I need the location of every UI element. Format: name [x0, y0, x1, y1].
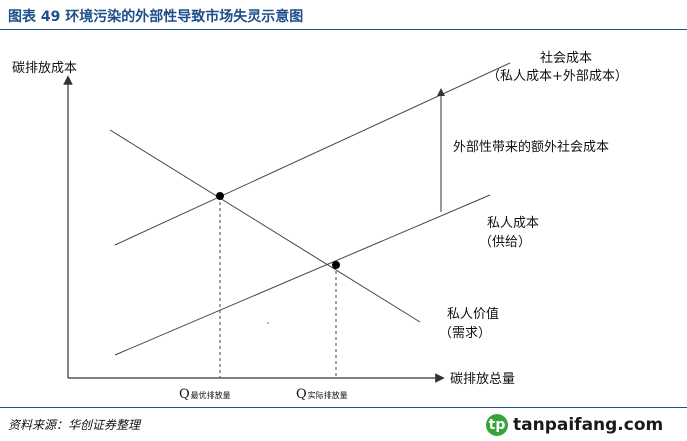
y-axis-label: 碳排放成本 [12, 61, 77, 76]
q-optimal-label: Q最优排放量 [179, 387, 231, 402]
header-rule [0, 29, 687, 30]
social-cost-sublabel: （私人成本+外部成本） [487, 69, 628, 84]
leaf-logo-icon: tp [486, 414, 508, 436]
brand-name: tanpaifang.com [513, 415, 664, 435]
social-cost-label: 社会成本 [540, 50, 592, 66]
q-optimal-main: Q [179, 387, 190, 402]
x-axis-label: 碳排放总量 [450, 372, 515, 387]
footer-rule [0, 407, 687, 408]
private-value-line [109, 129, 421, 323]
private-cost-line [114, 194, 491, 356]
externality-diagram: 碳排放成本 碳排放总量 社会成本 （私人成本+外部成本） 外部性带来的额外社会成… [12, 50, 628, 402]
social-cost-line [114, 62, 511, 246]
figure-header: 图表 49 环境污染的外部性导致市场失灵示意图 [0, 0, 687, 30]
q-actual-label: Q实际排放量 [296, 387, 348, 402]
private-value-sublabel: （需求） [439, 326, 491, 341]
optimal-equilibrium-point [216, 192, 224, 200]
external-cost-label: 外部性带来的额外社会成本 [453, 139, 609, 155]
private-value-label: 私人价值 [447, 306, 499, 322]
actual-equilibrium-point [332, 261, 340, 269]
q-actual-main: Q [296, 387, 307, 402]
watermark-speck [267, 322, 269, 324]
private-cost-label: 私人成本 [487, 216, 539, 231]
figure-title: 图表 49 环境污染的外部性导致市场失灵示意图 [8, 9, 304, 25]
figure-footer: 资料来源：华创证券整理 tp tanpaifang.com [0, 404, 687, 441]
private-cost-sublabel: （供给） [479, 235, 531, 250]
source-note: 资料来源：华创证券整理 [8, 418, 141, 432]
q-actual-sub: 实际排放量 [308, 390, 348, 400]
q-optimal-sub: 最优排放量 [191, 390, 231, 400]
brand-watermark[interactable]: tp tanpaifang.com [486, 412, 663, 438]
